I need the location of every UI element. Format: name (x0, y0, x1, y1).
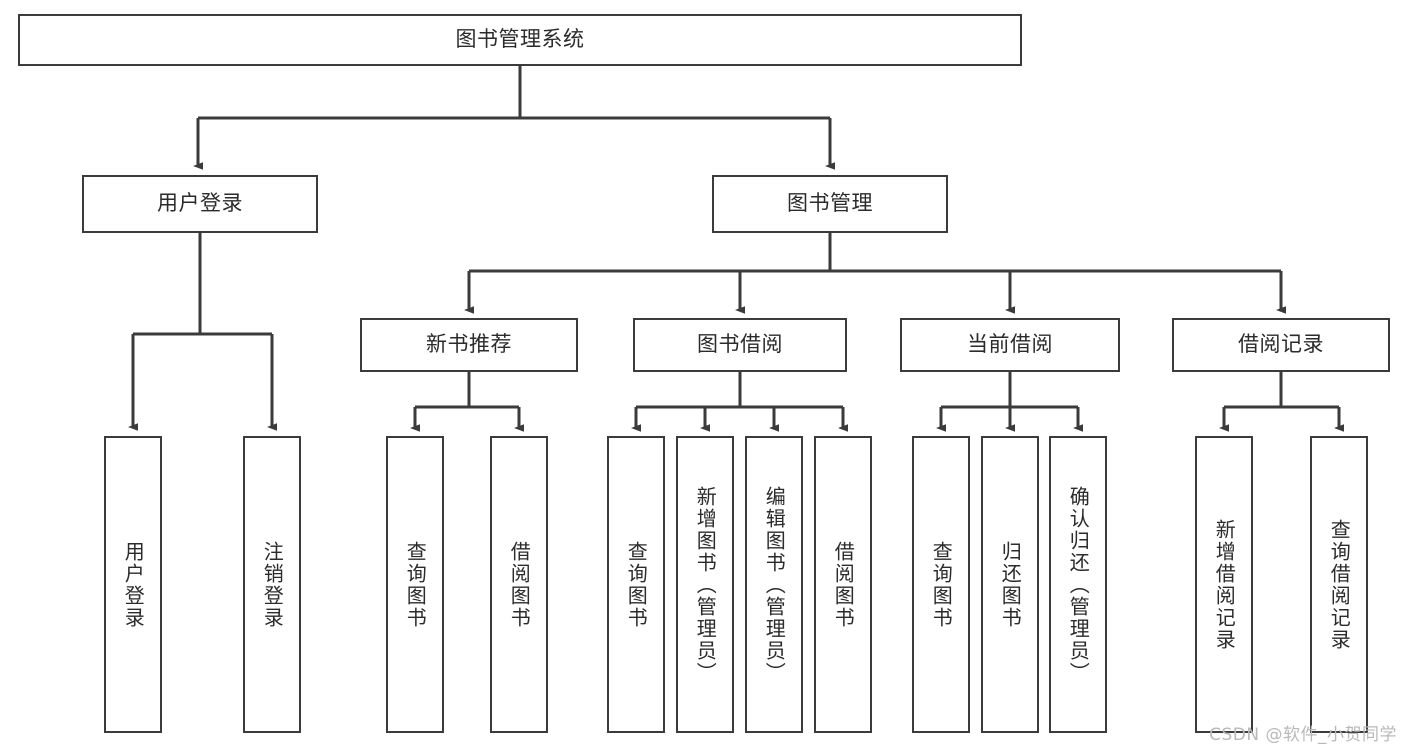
leaf-book-borrow-edit-book-admin[interactable]: 编辑图书（管理员） (745, 436, 803, 733)
node-label: 图书管理 (787, 191, 873, 216)
node-label: 注销登录 (260, 540, 285, 629)
leaf-new-book-query-book[interactable]: 查询图书 (386, 436, 444, 733)
node-user-login[interactable]: 用户登录 (82, 175, 318, 233)
node-label: 编辑图书（管理员） (762, 485, 787, 684)
node-label: 确认归还（管理员） (1066, 485, 1091, 684)
node-label: 新增图书（管理员） (693, 485, 718, 684)
node-label: 查询图书 (929, 540, 954, 629)
node-label: 当前借阅 (967, 332, 1053, 357)
node-label: 新书推荐 (426, 332, 512, 357)
leaf-current-borrow-confirm-return-admin[interactable]: 确认归还（管理员） (1049, 436, 1107, 733)
node-book-borrow[interactable]: 图书借阅 (633, 318, 847, 372)
node-new-book-recommend[interactable]: 新书推荐 (360, 318, 578, 372)
leaf-current-borrow-return-book[interactable]: 归还图书 (981, 436, 1039, 733)
node-label: 图书管理系统 (455, 27, 585, 52)
node-book-management[interactable]: 图书管理 (712, 175, 948, 233)
leaf-book-borrow-add-book-admin[interactable]: 新增图书（管理员） (676, 436, 734, 733)
node-label: 用户登录 (121, 540, 146, 629)
node-label: 归还图书 (998, 540, 1023, 629)
node-label: 查询图书 (403, 540, 428, 629)
node-label: 借阅图书 (831, 540, 856, 629)
node-borrow-record[interactable]: 借阅记录 (1172, 318, 1390, 372)
leaf-user-login-logout[interactable]: 注销登录 (243, 436, 301, 733)
node-label: 查询借阅记录 (1327, 518, 1352, 651)
node-root-book-management-system[interactable]: 图书管理系统 (18, 14, 1022, 66)
watermark-csdn: CSDN @软件_小贺同学 (1209, 725, 1397, 745)
node-current-borrow[interactable]: 当前借阅 (900, 318, 1120, 372)
leaf-book-borrow-query-book[interactable]: 查询图书 (607, 436, 665, 733)
leaf-new-book-borrow-book[interactable]: 借阅图书 (490, 436, 548, 733)
leaf-user-login-login[interactable]: 用户登录 (104, 436, 162, 733)
node-label: 查询图书 (624, 540, 649, 629)
node-label: 图书借阅 (697, 332, 783, 357)
leaf-borrow-record-query-record[interactable]: 查询借阅记录 (1310, 436, 1368, 733)
leaf-book-borrow-borrow-book[interactable]: 借阅图书 (814, 436, 872, 733)
node-label: 借阅记录 (1238, 332, 1324, 357)
node-label: 新增借阅记录 (1212, 518, 1237, 651)
leaf-current-borrow-query-book[interactable]: 查询图书 (912, 436, 970, 733)
leaf-borrow-record-add-record[interactable]: 新增借阅记录 (1195, 436, 1253, 733)
node-label: 用户登录 (157, 191, 243, 216)
node-label: 借阅图书 (507, 540, 532, 629)
